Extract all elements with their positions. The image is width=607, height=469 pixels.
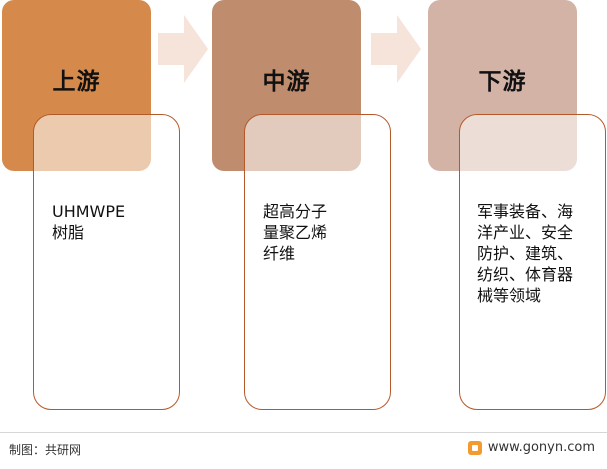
flow-arrow-icon [371,15,421,83]
stage-midstream-title: 中游 [262,69,311,95]
stage-upstream-card: UHMWPE 树脂 [33,114,180,410]
stage-downstream-description: 军事装备、海 洋产业、安全 防护、建筑、 纺织、体育器 械等领域 [477,202,574,305]
stage-upstream-title: 上游 [52,69,101,95]
stage-midstream-card: 超高分子 量聚乙烯 纤维 [244,114,391,410]
gonyn-logo-icon [467,440,482,455]
source-credit: 制图：共研网 [9,443,82,457]
flow-arrow-icon [158,15,208,83]
stage-midstream-description: 超高分子 量聚乙烯 纤维 [263,202,328,263]
website-credit: www.gonyn.com [467,440,595,455]
website-url: www.gonyn.com [487,440,595,455]
stage-downstream-card: 军事装备、海 洋产业、安全 防护、建筑、 纺织、体育器 械等领域 [459,114,606,410]
stage-downstream-title: 下游 [478,69,527,95]
stage-upstream-description: UHMWPE 树脂 [52,202,126,242]
footer-divider [0,432,607,433]
